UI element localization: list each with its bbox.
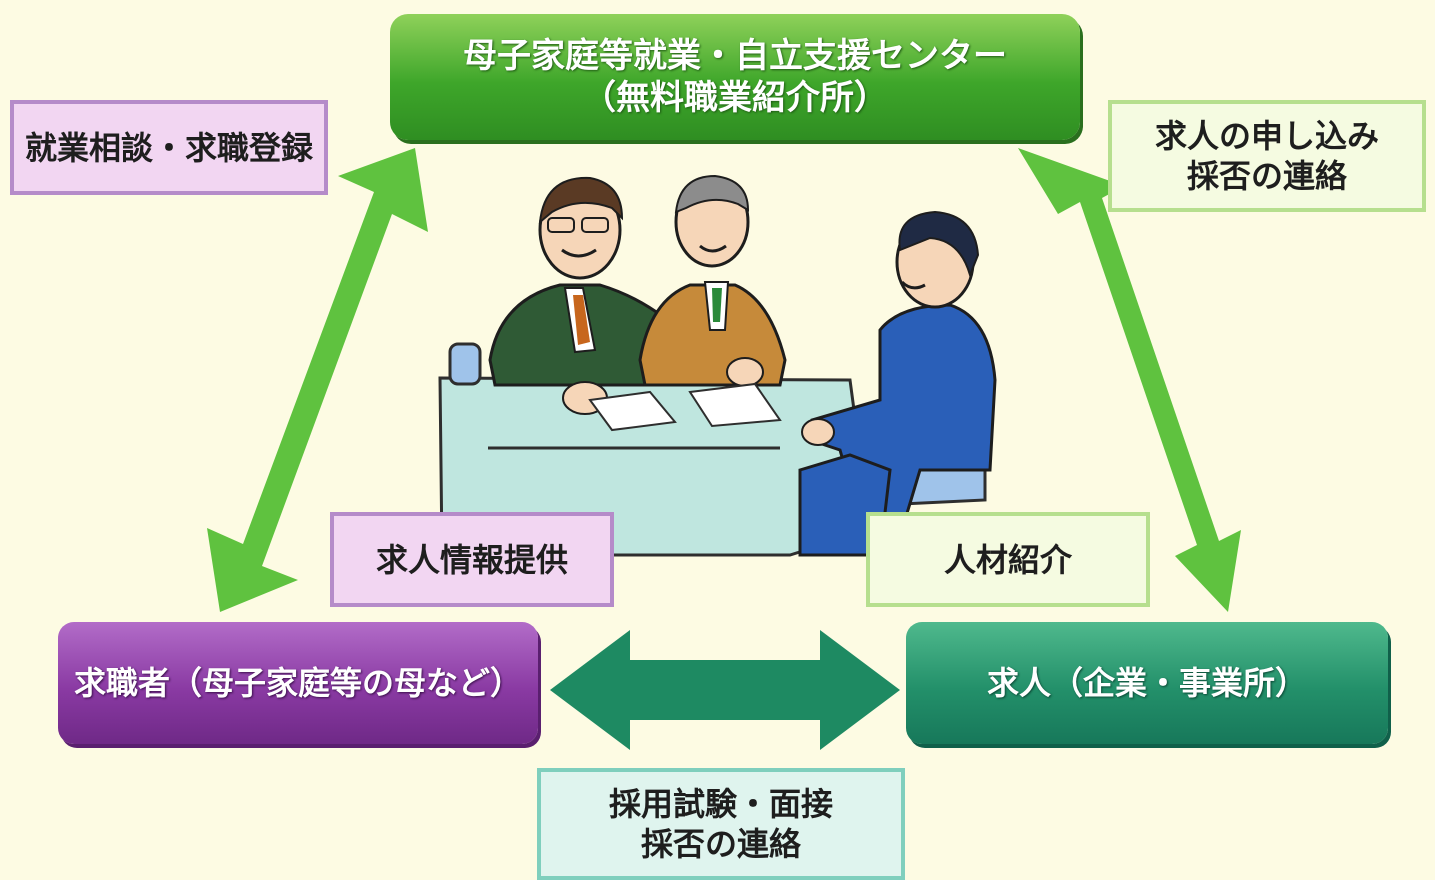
job-application-label: 求人の申し込み 採否の連絡 [1108,100,1426,212]
interview-result-text: 採否の連絡 [640,825,801,863]
support-center-box: 母子家庭等就業・自立支援センター （無料職業紹介所） [390,14,1080,140]
right-double-arrow-icon [1018,148,1241,612]
chair-icon [448,342,482,386]
job-info-text: 求人情報提供 [375,540,568,579]
referral-text: 人材紹介 [943,540,1072,579]
document-icon [688,382,782,428]
document-icon [588,390,677,432]
job-seeker-label: 求職者（母子家庭等の母など） [73,664,522,702]
counselor-icon [638,174,787,387]
support-center-subtitle: （無料職業紹介所） [582,78,888,118]
consultation-registration-label: 就業相談・求職登録 [10,100,328,195]
left-double-arrow-icon [207,148,428,612]
horizontal-double-arrow-icon [550,630,900,750]
hiring-result-text: 採否の連絡 [1186,157,1347,195]
interview-text: 採用試験・面接 [608,785,833,823]
consultation-registration-text: 就業相談・求職登録 [24,128,313,167]
job-info-label: 求人情報提供 [330,512,614,607]
employer-label: 求人（企業・事業所） [986,664,1307,702]
job-application-text: 求人の申し込み [1154,117,1379,155]
job-seeker-box: 求職者（母子家庭等の母など） [58,622,538,744]
support-center-name: 母子家庭等就業・自立支援センター [463,35,1007,76]
consultation-illustration [438,174,997,557]
interview-label: 採用試験・面接 採否の連絡 [537,768,905,880]
referral-label: 人材紹介 [866,512,1150,607]
employer-box: 求人（企業・事業所） [906,622,1388,744]
